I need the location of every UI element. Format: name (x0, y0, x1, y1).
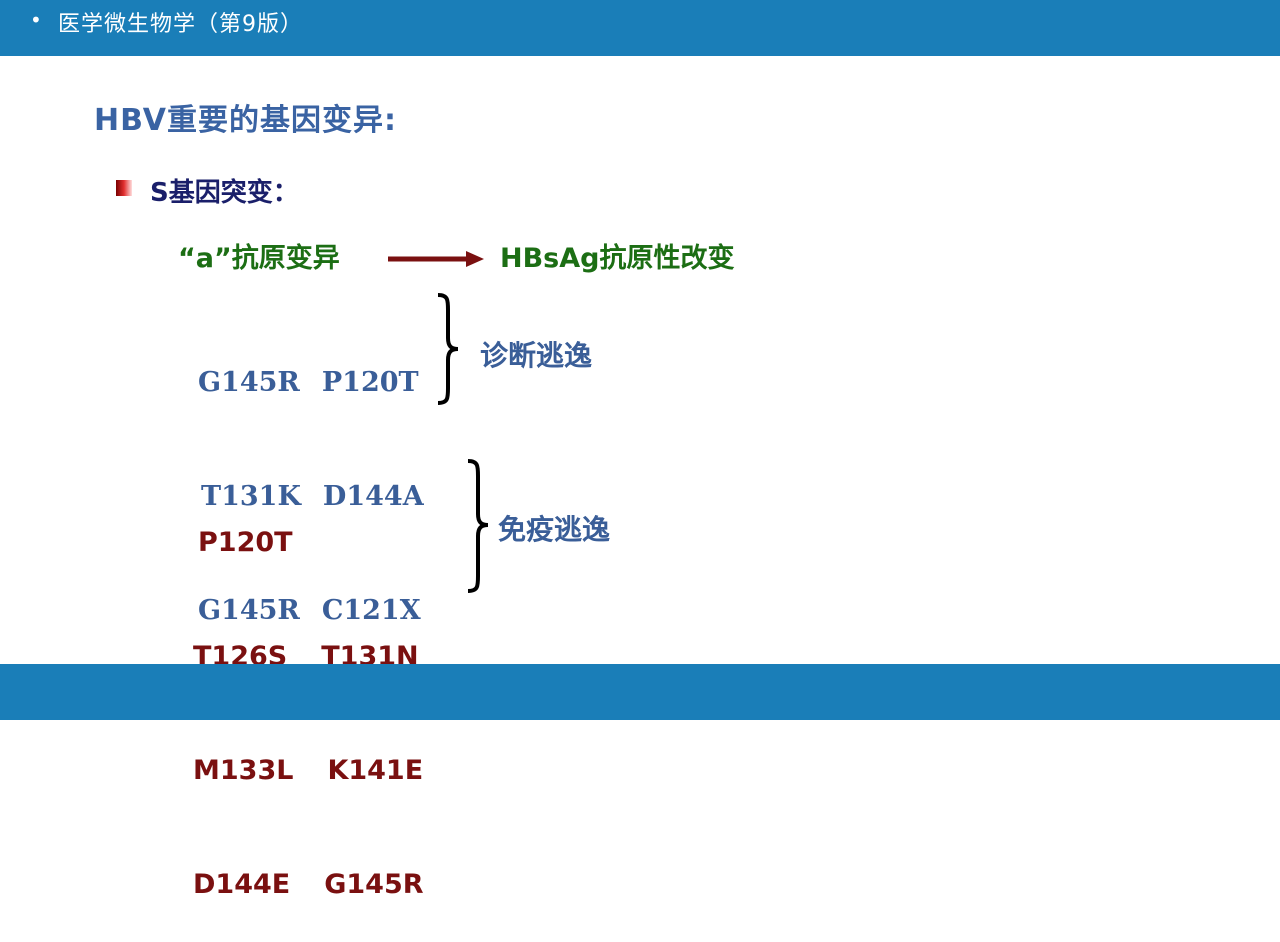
square-bullet-icon (116, 180, 132, 196)
mutation-row: T131K D144A (198, 478, 424, 516)
section-title: S基因突变： (150, 178, 299, 208)
mutation-code: G145R (198, 595, 300, 626)
mutation-code: G145R (324, 869, 424, 900)
right-arrow-icon (388, 251, 484, 267)
mutation-row: P120T (193, 524, 424, 562)
mutation-code: M133L (193, 755, 294, 786)
header-bullet: • (30, 8, 42, 32)
mutation-code: K141E (327, 755, 424, 786)
mutation-list-diagnostic: G145R P120T T131K D144A G145R C121X (198, 288, 424, 668)
mutation-row: D144E G145R (193, 866, 424, 904)
right-brace-icon (467, 459, 489, 593)
mutation-row: G145R P120T (198, 364, 424, 402)
mutation-code: D144E (193, 869, 291, 900)
right-brace-icon (437, 293, 459, 405)
mutation-row: M133L K141E (193, 752, 424, 790)
mutation-code: C121X (321, 595, 421, 626)
header-title: 医学微生物学（第9版） (58, 12, 303, 37)
mutation-code: T131K (201, 481, 301, 512)
antigen-variant-label: “a”抗原变异 (178, 243, 340, 274)
header-bar: • 医学微生物学（第9版） (0, 0, 1280, 56)
page-title: HBV重要的基因变异: (94, 103, 397, 138)
antigen-result-label: HBsAg抗原性改变 (500, 243, 735, 274)
mutation-code: P120T (321, 367, 419, 398)
mutation-code: P120T (198, 527, 293, 558)
diagnostic-escape-label: 诊断逃逸 (480, 339, 593, 372)
mutation-row: G145R C121X (198, 592, 424, 630)
footer-bar (0, 664, 1280, 720)
immune-escape-label: 免疫逃逸 (498, 513, 611, 546)
mutation-code: D144A (322, 481, 424, 512)
mutation-code: G145R (198, 367, 300, 398)
